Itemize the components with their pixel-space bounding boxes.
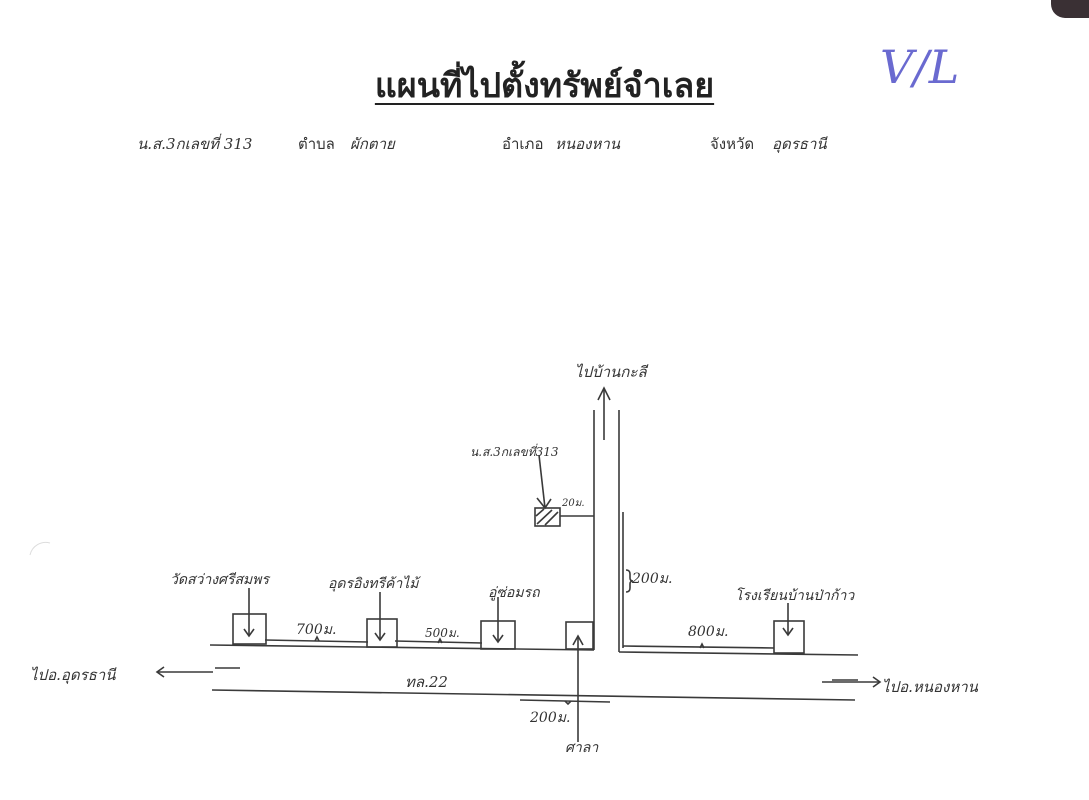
main-road-south-edge [211,689,856,701]
north-destination-label: ไปบ้านกะลี [575,363,647,381]
subdistrict-label: ตำบล [298,135,335,153]
pavilion-box [565,621,594,650]
landmark-2-box [366,618,398,648]
pavilion-distance-label: 200ม. [530,710,571,726]
landmark-1-label: วัดสว่างศรีสมพร [170,572,269,588]
scan-artifact [29,541,51,556]
landmark-3-label: อู่ซ่อมรถ [488,585,540,601]
main-road-label: ทล.22 [405,673,448,691]
province-label: จังหวัด [710,135,755,153]
page-title: แผนที่ไปตั้งทรัพย์จำเลย [374,66,715,106]
landmark-4-label: โรงเรียนบ้านป่าก้าว [735,588,855,604]
signature: V/L [880,40,960,94]
side-road-distance-label: 200ม. [632,571,673,587]
east-destination-label: ไปอ.หนองหาน [882,678,978,696]
property-marker [534,507,561,527]
west-destination-label: ไปอ.อุดรธานี [30,666,116,684]
property-label: น.ส.3กเลขที่313 [470,445,559,459]
district-value: หนองหาน [555,135,621,153]
landmark-4-distance: 800ม. [688,624,729,640]
property-distance-label: 20ม. [562,498,585,509]
landmark-2-distance: 500ม. [425,626,460,640]
landmark-1-distance: 700ม. [296,622,337,638]
landmark-4-box [773,620,805,654]
pavilion-label: ศาลา [565,740,599,756]
subdistrict-value: ผักตาย [350,135,395,153]
district-label: อำเภอ [502,135,544,153]
landmark-2-label: อุดรอิงทรีค้าไม้ [328,576,419,592]
scan-corner-mark [1051,0,1089,18]
province-value: อุดรธานี [772,135,827,153]
deed-number: น.ส.3กเลขที่ 313 [137,135,253,153]
